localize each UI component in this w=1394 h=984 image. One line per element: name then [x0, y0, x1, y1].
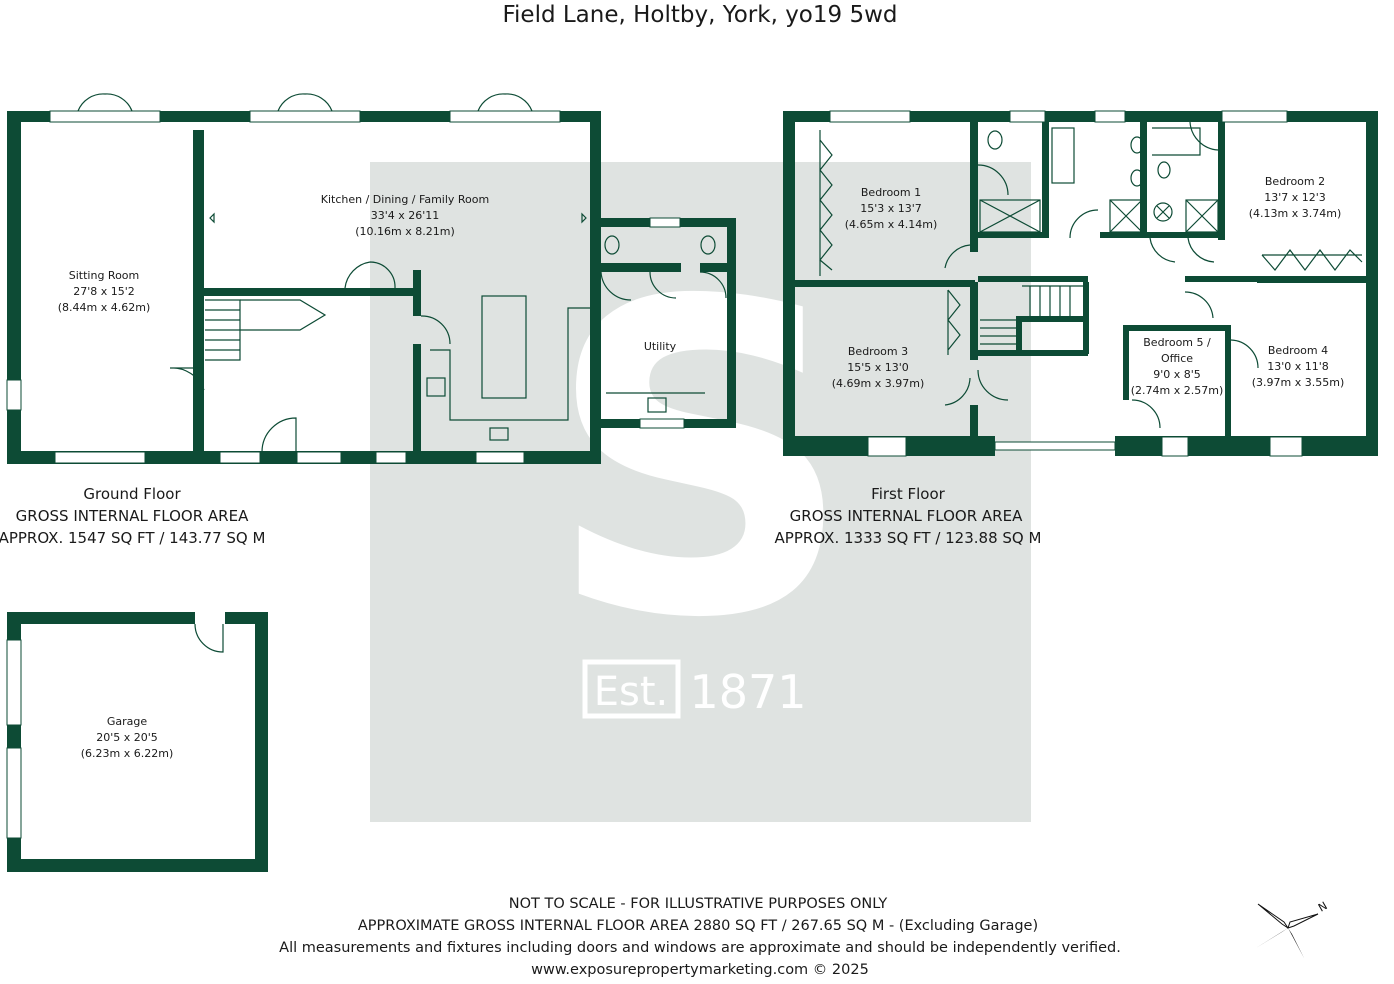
floor-area-heading: GROSS INTERNAL FLOOR AREA: [790, 507, 1023, 525]
room-name-line-2: Office: [1161, 352, 1193, 365]
room-bedroom-4: Bedroom 4 13'0 x 11'8 (3.97m x 3.55m): [1252, 344, 1345, 389]
room-size-metric: (4.13m x 3.74m): [1249, 207, 1342, 220]
room-bedroom-5-office: Bedroom 5 / Office 9'0 x 8'5 (2.74m x 2.…: [1131, 336, 1224, 397]
room-size-imperial: 9'0 x 8'5: [1153, 368, 1201, 381]
first-floor-caption: First Floor GROSS INTERNAL FLOOR AREA AP…: [775, 485, 1042, 547]
first-floor-plan: [783, 110, 1378, 457]
ground-floor-plan: [6, 93, 736, 464]
room-name: Utility: [644, 340, 677, 353]
room-size-metric: (4.65m x 4.14m): [845, 218, 938, 231]
footer-disclaimer: NOT TO SCALE - FOR ILLUSTRATIVE PURPOSES…: [509, 896, 888, 912]
room-size-metric: (10.16m x 8.21m): [355, 225, 455, 238]
ground-floor-caption: Ground Floor GROSS INTERNAL FLOOR AREA A…: [0, 485, 265, 547]
room-bedroom-2: Bedroom 2 13'7 x 12'3 (4.13m x 3.74m): [1249, 175, 1342, 220]
room-size-metric: (8.44m x 4.62m): [58, 301, 151, 314]
room-size-metric: (3.97m x 3.55m): [1252, 376, 1345, 389]
room-sitting-room: Sitting Room 27'8 x 15'2 (8.44m x 4.62m): [58, 269, 151, 314]
compass-north-label: N: [1316, 899, 1330, 914]
footer: NOT TO SCALE - FOR ILLUSTRATIVE PURPOSES…: [279, 896, 1121, 978]
room-name: Bedroom 1: [861, 186, 921, 199]
room-size-imperial: 13'0 x 11'8: [1267, 360, 1329, 373]
room-name: Bedroom 3: [848, 345, 908, 358]
room-size-imperial: 33'4 x 26'11: [371, 209, 440, 222]
floor-name: Ground Floor: [83, 485, 181, 503]
room-name-line-1: Bedroom 5 /: [1143, 336, 1211, 349]
floor-name: First Floor: [871, 485, 945, 503]
footer-total-area: APPROXIMATE GROSS INTERNAL FLOOR AREA 28…: [358, 918, 1038, 934]
room-name: Kitchen / Dining / Family Room: [321, 193, 489, 206]
room-name: Bedroom 2: [1265, 175, 1325, 188]
room-size-imperial: 15'5 x 13'0: [847, 361, 909, 374]
room-size-imperial: 27'8 x 15'2: [73, 285, 135, 298]
room-name: Garage: [107, 715, 148, 728]
room-bedroom-3: Bedroom 3 15'5 x 13'0 (4.69m x 3.97m): [832, 345, 925, 390]
floor-area-heading: GROSS INTERNAL FLOOR AREA: [16, 507, 249, 525]
room-garage: Garage 20'5 x 20'5 (6.23m x 6.22m): [81, 715, 174, 760]
floor-area: APPROX. 1547 SQ FT / 143.77 SQ M: [0, 529, 265, 547]
room-size-metric: (2.74m x 2.57m): [1131, 384, 1224, 397]
compass-icon: N: [1256, 899, 1330, 958]
footer-note: All measurements and fixtures including …: [279, 940, 1121, 956]
room-size-metric: (6.23m x 6.22m): [81, 747, 174, 760]
room-size-imperial: 20'5 x 20'5: [96, 731, 158, 744]
watermark-year: 1871: [689, 665, 806, 719]
room-bedroom-1: Bedroom 1 15'3 x 13'7 (4.65m x 4.14m): [845, 186, 938, 231]
room-name: Bedroom 4: [1268, 344, 1328, 357]
room-size-metric: (4.69m x 3.97m): [832, 377, 925, 390]
room-size-imperial: 13'7 x 12'3: [1264, 191, 1326, 204]
room-size-imperial: 15'3 x 13'7: [860, 202, 922, 215]
room-name: Sitting Room: [69, 269, 140, 282]
footer-website: www.exposurepropertymarketing.com © 2025: [531, 962, 869, 978]
garage-plan: [6, 612, 268, 872]
floor-area: APPROX. 1333 SQ FT / 123.88 SQ M: [775, 529, 1042, 547]
room-utility: Utility: [644, 340, 677, 353]
room-kitchen-dining-family: Kitchen / Dining / Family Room 33'4 x 26…: [321, 193, 489, 238]
page-title: Field Lane, Holtby, York, yo19 5wd: [502, 2, 897, 28]
watermark-est: Est.: [594, 669, 669, 715]
